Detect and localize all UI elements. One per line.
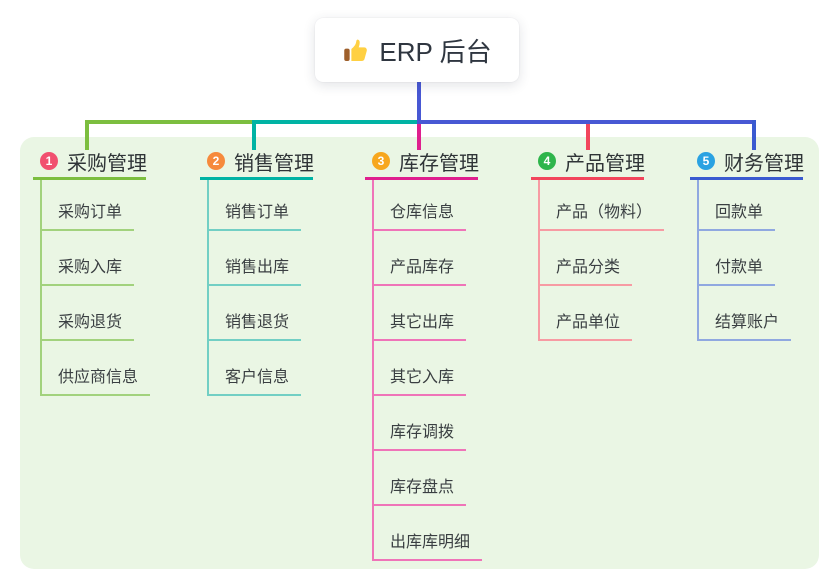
connector-line — [252, 120, 421, 124]
branch-header-4[interactable]: 4 产品管理 — [538, 150, 645, 175]
child-node[interactable]: 其它出库 — [372, 308, 467, 341]
thumbs-up-icon — [342, 37, 369, 64]
branch-label: 销售管理 — [234, 152, 314, 175]
connector-line — [85, 120, 254, 124]
child-node[interactable]: 销售订单 — [207, 198, 302, 231]
branches-panel — [20, 137, 819, 569]
connector-root-stem — [417, 82, 421, 120]
branch-child-connector — [538, 180, 540, 341]
branch-header-1[interactable]: 1 采购管理 — [40, 150, 147, 175]
child-node[interactable]: 产品分类 — [538, 253, 633, 286]
connector-line — [417, 120, 756, 124]
branch-child-connector — [207, 180, 209, 396]
root-label: ERP 后台 — [379, 36, 492, 67]
child-node[interactable]: 付款单 — [697, 253, 776, 286]
child-node[interactable]: 采购退货 — [40, 308, 135, 341]
child-node[interactable]: 出库库明细 — [372, 528, 483, 561]
branch-child-connector — [697, 180, 699, 341]
branch-label: 财务管理 — [724, 152, 804, 175]
connector-drop — [252, 120, 256, 150]
branch-header-2[interactable]: 2 销售管理 — [207, 150, 314, 175]
branch-child-connector — [372, 180, 374, 561]
branch-underline — [531, 177, 644, 180]
branch-badge: 2 — [207, 152, 225, 170]
connector-drop — [85, 120, 89, 150]
branch-label: 库存管理 — [399, 152, 479, 175]
child-node[interactable]: 其它入库 — [372, 363, 467, 396]
child-node[interactable]: 供应商信息 — [40, 363, 151, 396]
child-node[interactable]: 采购订单 — [40, 198, 135, 231]
branch-badge: 3 — [372, 152, 390, 170]
child-node[interactable]: 销售出库 — [207, 253, 302, 286]
child-node[interactable]: 结算账户 — [697, 308, 792, 341]
branch-label: 产品管理 — [565, 152, 645, 175]
branch-label: 采购管理 — [67, 152, 147, 175]
root-node[interactable]: ERP 后台 — [315, 18, 519, 82]
child-node[interactable]: 回款单 — [697, 198, 776, 231]
branch-underline — [365, 177, 478, 180]
branch-badge: 4 — [538, 152, 556, 170]
connector-drop — [752, 120, 756, 150]
child-node[interactable]: 产品库存 — [372, 253, 467, 286]
child-node[interactable]: 产品（物料） — [538, 198, 665, 231]
connector-drop — [417, 124, 421, 150]
child-node[interactable]: 客户信息 — [207, 363, 302, 396]
child-node[interactable]: 仓库信息 — [372, 198, 467, 231]
child-node[interactable]: 采购入库 — [40, 253, 135, 286]
child-node[interactable]: 库存调拨 — [372, 418, 467, 451]
branch-header-5[interactable]: 5 财务管理 — [697, 150, 804, 175]
branch-underline — [200, 177, 313, 180]
branch-child-connector — [40, 180, 42, 396]
branch-header-3[interactable]: 3 库存管理 — [372, 150, 479, 175]
child-node[interactable]: 销售退货 — [207, 308, 302, 341]
branch-underline — [33, 177, 146, 180]
branch-underline — [690, 177, 803, 180]
branch-badge: 5 — [697, 152, 715, 170]
connector-drop — [586, 124, 590, 150]
child-node[interactable]: 产品单位 — [538, 308, 633, 341]
child-node[interactable]: 库存盘点 — [372, 473, 467, 506]
branch-badge: 1 — [40, 152, 58, 170]
